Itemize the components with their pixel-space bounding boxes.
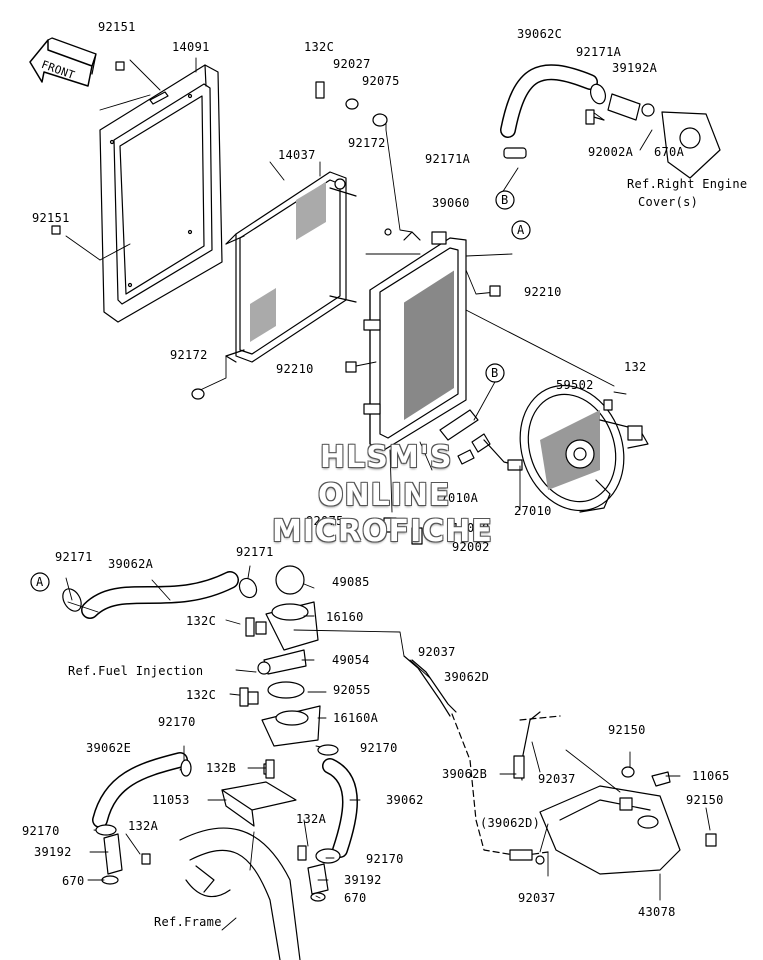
overflow-hose [403, 655, 561, 861]
part-39192-mid: 39192 [344, 873, 382, 887]
part-92002: 92002 [452, 540, 490, 554]
leader-lines [65, 57, 711, 931]
part-49085: 49085 [332, 575, 370, 589]
part-92170-left: 92170 [158, 715, 196, 729]
part-92170-low: 92170 [366, 852, 404, 866]
part-39192a: 39192A [612, 61, 658, 75]
part-39062b: 39062B [442, 767, 488, 781]
part-132a-mid: 132A [296, 812, 327, 826]
part-14037: 14037 [278, 148, 316, 162]
callout-a-upper-icon [511, 220, 531, 240]
bolt-icons [51, 61, 635, 865]
callout-b-upper: B [501, 193, 509, 207]
callout-b-lower: B [491, 366, 499, 380]
watermark-line1: HLSM'S [320, 440, 453, 475]
part-27010: 27010 [514, 504, 552, 518]
part-92171-left: 92171 [55, 550, 93, 564]
thermostat-housing [247, 565, 321, 747]
part-39062a: 39062A [108, 557, 154, 571]
part-670a: 670A [654, 145, 685, 159]
part-132b: 132B [206, 761, 237, 775]
frame-outline [179, 827, 301, 960]
radiator-shroud [99, 64, 223, 323]
hose-39062a [62, 571, 258, 619]
part-92075-bottom: 92075 [306, 514, 344, 528]
part-92055: 92055 [333, 683, 371, 697]
part-39060: 39060 [432, 196, 470, 210]
part-49054: 49054 [332, 653, 370, 667]
part-92170-right: 92170 [360, 741, 398, 755]
part-92171a-top: 92171A [576, 45, 622, 59]
ref-fuel-injection: Ref.Fuel Injection [68, 664, 204, 678]
part-132c-mid: 132C [186, 614, 217, 628]
part-92150-top: 92150 [608, 723, 646, 737]
part-11065: 11065 [692, 769, 730, 783]
part-92171a: 92171A [425, 152, 471, 166]
part-132c-low: 132C [186, 688, 217, 702]
part-92210-right: 92210 [524, 285, 562, 299]
part-59502: 59502 [556, 378, 594, 392]
part-92210-left: 92210 [276, 362, 314, 376]
part-16160a: 16160A [333, 711, 379, 725]
part-132c-top: 132C [304, 40, 335, 54]
part-92151-left: 92151 [32, 211, 70, 225]
part-92037-top: 92037 [418, 645, 456, 659]
part-92037-mid: 92037 [538, 772, 576, 786]
part-670-left: 670 [62, 874, 85, 888]
hose-39062e [92, 752, 188, 885]
callout-a-lower: A [36, 575, 44, 589]
part-92075-top: 92075 [362, 74, 400, 88]
hose-39062 [307, 758, 358, 902]
part-92150-right: 92150 [686, 793, 724, 807]
part-132a-left: 132A [128, 819, 159, 833]
part-92151-top: 92151 [98, 20, 136, 34]
front-arrow-icon [29, 37, 97, 87]
part-92170-bl: 92170 [22, 824, 60, 838]
part-43078: 43078 [638, 905, 676, 919]
part-92172-bottom: 92172 [170, 348, 208, 362]
part-132-right: 132 [624, 360, 647, 374]
part-92027: 92027 [333, 57, 371, 71]
callout-a-upper: A [517, 223, 525, 237]
ref-frame: Ref.Frame [154, 915, 222, 929]
part-92172-top: 92172 [348, 136, 386, 150]
part-27010a: 27010A [433, 491, 479, 505]
reservoir-tank [539, 771, 717, 875]
part-39192-left: 39192 [34, 845, 72, 859]
part-92171-mid: 92171 [236, 545, 274, 559]
callout-b-lower-icon [485, 363, 505, 383]
part-670-mid: 670 [344, 891, 367, 905]
callout-b-upper-icon [495, 190, 515, 210]
watermark-line2: ONLINE [318, 478, 451, 513]
part-39062e: 39062E [86, 741, 132, 755]
part-39062c: 39062C [517, 27, 563, 41]
part-92037-bottom: 92037 [518, 891, 556, 905]
part-39062: 39062 [386, 793, 424, 807]
radiator-screen [225, 171, 357, 363]
temp-sensor [457, 433, 523, 471]
watermark-line3: MICROFICHE [272, 514, 493, 549]
part-11053: 11053 [152, 793, 190, 807]
part-16160: 16160 [326, 610, 364, 624]
ref-engine-cover-line1: Ref.Right Engine [627, 177, 748, 191]
part-92002a: 92002A [588, 145, 634, 159]
part-11060: 11060 [452, 521, 490, 535]
hose-39062c [500, 64, 721, 179]
part-14091: 14091 [172, 40, 210, 54]
cooling-fan [519, 384, 649, 513]
part-39062d: 39062D [444, 670, 490, 684]
part-39062d-paren: (39062D) [480, 816, 541, 830]
radiator-core [363, 228, 479, 451]
callout-a-lower-icon [30, 572, 50, 592]
ref-engine-cover-line2: Cover(s) [638, 195, 699, 209]
